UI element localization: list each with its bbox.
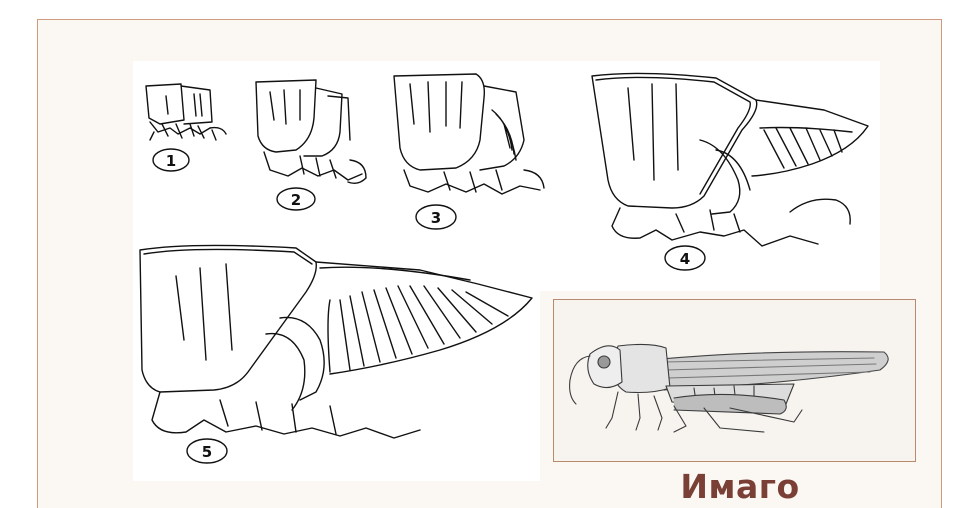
svg-text:1: 1: [166, 152, 176, 170]
svg-text:3: 3: [431, 209, 441, 227]
stage-4-number: 4: [665, 246, 705, 270]
svg-text:4: 4: [680, 250, 690, 268]
stage-1-number: 1: [153, 149, 189, 171]
stage-1-drawing: [146, 84, 226, 140]
imago-image-frame: [553, 299, 916, 462]
stage-5-number: 5: [187, 439, 227, 463]
stage-4-drawing: [592, 73, 868, 246]
svg-text:5: 5: [202, 443, 212, 461]
adult-locust-drawing: [554, 300, 915, 461]
stage-3-number: 3: [416, 205, 456, 229]
svg-text:2: 2: [291, 191, 301, 209]
stage-2-number: 2: [277, 188, 315, 210]
stage-2-drawing: [256, 80, 366, 183]
stage-3-drawing: [394, 74, 544, 194]
imago-label: Имаго: [660, 468, 820, 506]
stage-5-drawing: [140, 245, 532, 438]
